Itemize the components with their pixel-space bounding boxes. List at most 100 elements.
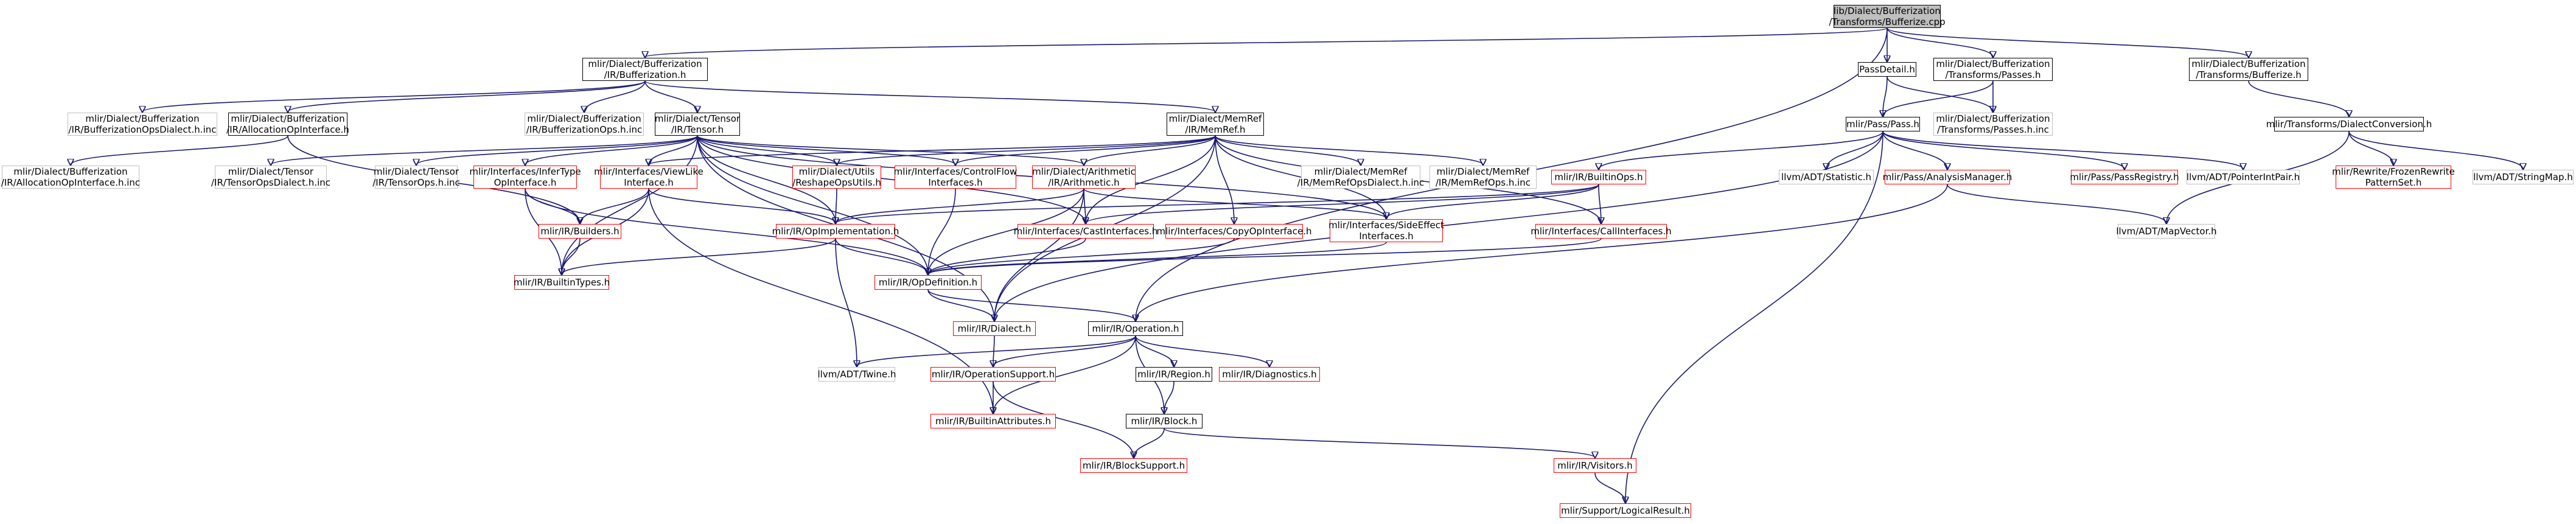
node-frozenrewrite-h[interactable]: mlir/Rewrite/FrozenRewrite PatternSet.h — [2332, 166, 2455, 189]
node-builtinops-h[interactable]: mlir/IR/BuiltinOps.h — [1551, 170, 1646, 184]
node-mapvector-h[interactable]: llvm/ADT/MapVector.h — [2116, 224, 2217, 239]
node-sideeffect-h[interactable]: mlir/Interfaces/SideEffect Interfaces.h — [1328, 219, 1444, 242]
node-bufferization-passes-h[interactable]: mlir/Dialect/Bufferization /Transforms/P… — [1933, 58, 2053, 81]
node-bufferization-bufferize-h[interactable]: mlir/Dialect/Bufferization /Transforms/B… — [2189, 58, 2308, 81]
node-memref-opsdialect-inc[interactable]: mlir/Dialect/MemRef /IR/MemRefOpsDialect… — [1297, 166, 1425, 189]
edge-dialect-conversion-h-to-stringmap-h — [2348, 131, 2523, 169]
node-tensor-opsdialect-inc[interactable]: mlir/Dialect/Tensor /IR/TensorOpsDialect… — [211, 166, 331, 189]
edge-operation-h-to-region-h — [1135, 335, 1174, 366]
node-copyopinterface-h[interactable]: mlir/Interfaces/CopyOpInterface.h — [1157, 224, 1312, 239]
node-memref-h[interactable]: mlir/Dialect/MemRef /IR/MemRef.h — [1167, 113, 1264, 136]
node-dialect-conversion-h[interactable]: mlir/Transforms/DialectConversion.h — [2266, 117, 2432, 131]
edge-analysismanager-h-to-operation-h — [1136, 184, 1948, 321]
edge-operation-h-to-operationsupport-h — [993, 335, 1136, 366]
edge-copyopinterface-h-to-opdefinition-h — [928, 238, 1235, 274]
edge-tensor-h-to-tensor-ops-inc — [416, 135, 698, 165]
edge-controlflow-h-to-opdefinition-h — [928, 188, 956, 274]
edge-memref-h-to-arithmetic-h — [1084, 135, 1216, 165]
node-dialect-h[interactable]: mlir/IR/Dialect.h — [953, 321, 1036, 336]
node-builtinattributes-h[interactable]: mlir/IR/BuiltinAttributes.h — [930, 414, 1056, 428]
edge-region-h-to-block-h — [1164, 381, 1175, 413]
edge-root-bufferize-cpp-to-bufferization-h — [645, 27, 1888, 57]
node-callinterfaces-h[interactable]: mlir/Interfaces/CallInterfaces.h — [1531, 224, 1672, 239]
edge-viewlike-h-to-opimplementation-h — [648, 188, 836, 223]
edge-builtinops-h-to-callinterfaces-h — [1599, 184, 1601, 223]
node-allocation-opinterface-inc[interactable]: mlir/Dialect/Bufferization /IR/Allocatio… — [1, 166, 141, 189]
node-block-h[interactable]: mlir/IR/Block.h — [1126, 414, 1202, 428]
edge-opimplementation-h-to-opdefinition-h — [835, 238, 928, 274]
edge-bufferization-h-to-bufferization-ops-inc — [584, 80, 646, 112]
edge-block-h-to-visitors-h — [1164, 428, 1595, 458]
node-analysismanager-h[interactable]: mlir/Pass/AnalysisManager.h — [1883, 170, 2012, 184]
node-opimplementation-h[interactable]: mlir/IR/OpImplementation.h — [772, 224, 899, 239]
edge-bufferization-h-to-bufferization-opsdialect-inc — [142, 80, 646, 112]
node-bufferization-ops-inc[interactable]: mlir/Dialect/Bufferization /IR/Bufferiza… — [525, 113, 644, 136]
edge-root-bufferize-cpp-to-bufferization-passes-h — [1887, 27, 1993, 57]
node-passdetail-h[interactable]: PassDetail.h — [1858, 62, 1916, 77]
edge-tensor-h-to-castinterfaces-h — [697, 135, 1086, 223]
node-builtintypes-h[interactable]: mlir/IR/BuiltinTypes.h — [514, 275, 610, 290]
node-blocksupport-h[interactable]: mlir/IR/BlockSupport.h — [1080, 458, 1187, 473]
edge-operation-h-to-twine-h — [857, 335, 1136, 366]
node-bufferization-h[interactable]: mlir/Dialect/Bufferization /IR/Bufferiza… — [582, 58, 708, 81]
edge-pass-h-to-statistic-h — [1826, 131, 1883, 169]
node-reshapeopsutils-h[interactable]: mlir/Dialect/Utils /ReshapeOpsUtils.h — [792, 166, 881, 189]
node-tensor-h[interactable]: mlir/Dialect/Tensor /IR/Tensor.h — [654, 113, 741, 136]
node-visitors-h[interactable]: mlir/IR/Visitors.h — [1554, 458, 1636, 473]
node-stringmap-h[interactable]: llvm/ADT/StringMap.h — [2473, 170, 2574, 184]
edge-memref-h-to-memref-ops-inc — [1215, 135, 1483, 165]
edge-operation-h-to-diagnostics-h — [1135, 335, 1269, 366]
edge-memref-h-to-sideeffect-h — [1215, 135, 1386, 218]
edge-sideeffect-h-to-opdefinition-h — [928, 242, 1387, 274]
edge-visitors-h-to-logicalresult-h — [1594, 472, 1625, 503]
node-passregistry-h[interactable]: mlir/Pass/PassRegistry.h — [2070, 170, 2179, 184]
edge-opdefinition-h-to-operation-h — [927, 289, 1136, 321]
edge-root-bufferize-cpp-to-bufferization-bufferize-h — [1887, 27, 2249, 57]
node-operationsupport-h[interactable]: mlir/IR/OperationSupport.h — [930, 367, 1056, 382]
edge-memref-h-to-reshapeopsutils-h — [837, 135, 1216, 165]
edge-memref-h-to-castinterfaces-h — [1086, 135, 1216, 223]
node-builders-h[interactable]: mlir/IR/Builders.h — [539, 224, 621, 239]
edge-pass-h-to-builtinops-h — [1599, 131, 1883, 169]
node-viewlike-h[interactable]: mlir/Interfaces/ViewLike Interface.h — [594, 166, 703, 189]
node-memref-ops-inc[interactable]: mlir/Dialect/MemRef /IR/MemRefOps.h.inc — [1429, 166, 1537, 189]
node-arithmetic-h[interactable]: mlir/Dialect/Arithmetic /IR/Arithmetic.h — [1032, 166, 1136, 189]
edge-opimplementation-h-to-builtintypes-h — [562, 238, 836, 274]
edge-bufferization-h-to-tensor-h — [644, 80, 697, 112]
edge-infertype-h-to-opdefinition-h — [525, 188, 928, 274]
edge-memref-h-to-copyopinterface-h — [1215, 135, 1234, 223]
edge-tensor-h-to-infertype-h — [525, 135, 698, 165]
node-bufferization-opsdialect-inc[interactable]: mlir/Dialect/Bufferization /IR/Bufferiza… — [68, 113, 217, 136]
node-pass-h[interactable]: mlir/Pass/Pass.h — [1846, 117, 1920, 131]
edge-dialect-conversion-h-to-frozenrewrite-h — [2348, 131, 2393, 165]
edge-tensor-h-to-opimplementation-h — [697, 135, 836, 223]
edge-pass-h-to-pointerintpair-h — [1882, 131, 2243, 169]
node-logicalresult-h[interactable]: mlir/Support/LogicalResult.h — [1560, 503, 1691, 518]
node-opdefinition-h[interactable]: mlir/IR/OpDefinition.h — [874, 275, 982, 290]
node-castinterfaces-h[interactable]: mlir/Interfaces/CastInterfaces.h — [1014, 224, 1157, 239]
node-allocation-opinterface-h[interactable]: mlir/Dialect/Bufferization /IR/Allocatio… — [226, 113, 349, 136]
node-controlflow-h[interactable]: mlir/Interfaces/ControlFlow Interfaces.h — [893, 166, 1017, 189]
node-pointerintpair-h[interactable]: llvm/ADT/PointerIntPair.h — [2187, 170, 2300, 184]
edge-bufferization-bufferize-h-to-dialect-conversion-h — [2248, 80, 2349, 116]
node-statistic-h[interactable]: llvm/ADT/Statistic.h — [1779, 170, 1874, 184]
node-region-h[interactable]: mlir/IR/Region.h — [1136, 367, 1212, 382]
edge-bufferization-h-to-memref-h — [644, 80, 1215, 112]
edge-analysismanager-h-to-mapvector-h — [1947, 184, 2166, 223]
edge-pass-h-to-logicalresult-h — [1625, 131, 1883, 503]
edge-builtinops-h-to-castinterfaces-h — [1086, 184, 1599, 223]
node-infertype-h[interactable]: mlir/Interfaces/InferType OpInterface.h — [469, 166, 581, 189]
node-tensor-ops-inc[interactable]: mlir/Dialect/Tensor /IR/TensorOps.h.inc — [372, 166, 460, 189]
node-twine-h[interactable]: llvm/ADT/Twine.h — [817, 367, 896, 382]
edge-reshapeopsutils-h-to-opimplementation-h — [836, 188, 837, 223]
node-bufferization-passes-inc[interactable]: mlir/Dialect/Bufferization /Transforms/P… — [1933, 113, 2053, 136]
edge-tensor-h-to-controlflow-h — [697, 135, 955, 165]
edge-tensor-h-to-opdefinition-h — [697, 135, 928, 274]
node-diagnostics-h[interactable]: mlir/IR/Diagnostics.h — [1219, 367, 1320, 382]
edge-allocation-opinterface-h-to-allocation-opinterface-inc — [71, 135, 288, 165]
edge-builtinops-h-to-opimplementation-h — [836, 184, 1599, 223]
node-operation-h[interactable]: mlir/IR/Operation.h — [1088, 321, 1183, 336]
edge-block-h-to-blocksupport-h — [1134, 428, 1165, 458]
